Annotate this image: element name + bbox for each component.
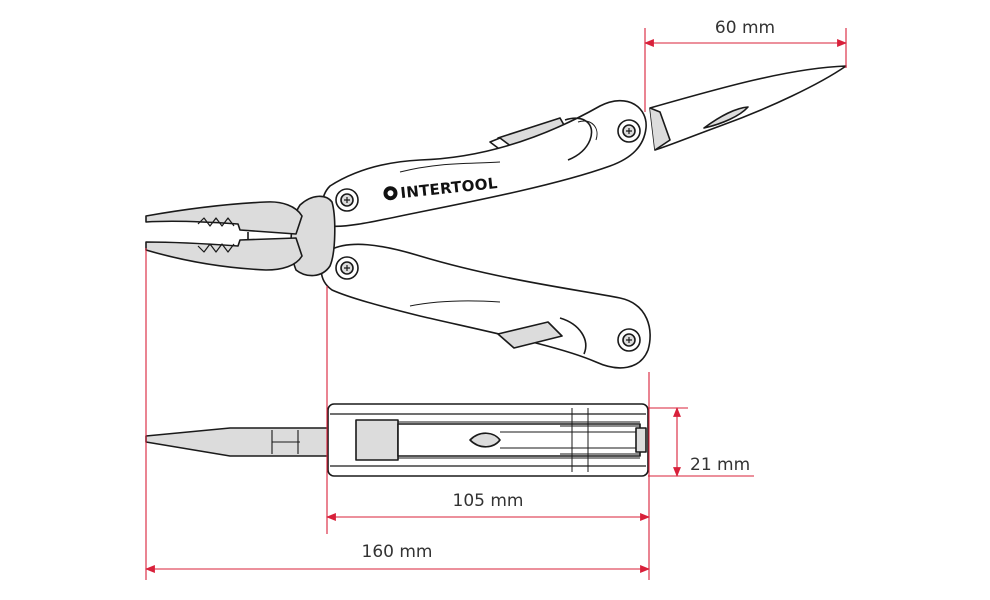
dim-label-blade: 60 mm (715, 18, 775, 38)
screw-upper-right (617, 119, 641, 143)
screw-upper-left (335, 188, 359, 212)
dim-label-handle: 105 mm (453, 491, 524, 511)
closed-jaw-tip (145, 427, 357, 457)
lower-tool-tab (497, 321, 563, 349)
dim-label-total: 160 mm (362, 542, 433, 562)
lower-handle (320, 243, 651, 369)
screw-lower-right (617, 328, 641, 352)
screw-lower-left (335, 256, 359, 280)
multitool-closed-view (145, 403, 649, 477)
multitool-open-view: INTERTOOL (145, 65, 847, 369)
dimension-lines (145, 28, 847, 580)
knife-blade (649, 65, 847, 151)
dim-label-thickness: 21 mm (690, 455, 750, 475)
upper-handle (321, 100, 647, 228)
pliers-head (145, 195, 336, 277)
